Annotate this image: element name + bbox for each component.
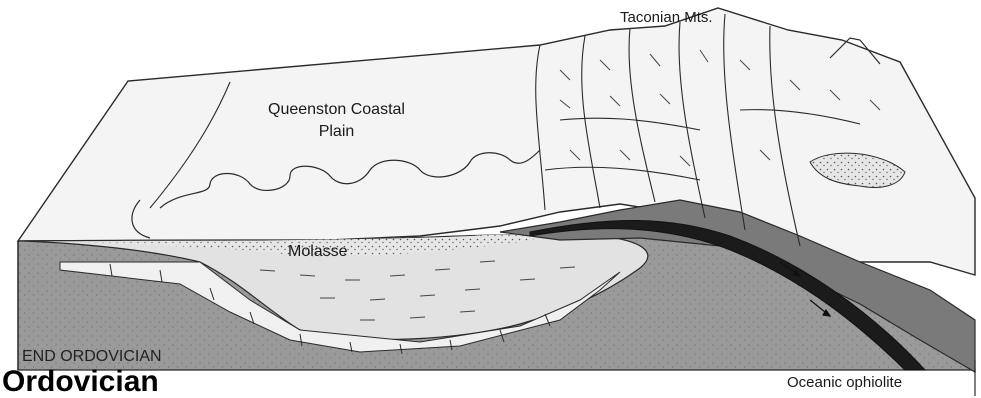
caption-title: Ordovician [2, 365, 159, 398]
coastal-plain-label-line1: Queenston Coastal [268, 99, 405, 121]
molasse-label: Molasse [288, 243, 348, 261]
period-label: END ORDOVICIAN [22, 348, 162, 366]
coastal-plain-label: Queenston Coastal Plain [268, 99, 405, 143]
coastal-plain-label-line2: Plain [268, 121, 405, 143]
ophiolite-label: Oceanic ophiolite [787, 375, 902, 392]
mountains-label: Taconian Mts. [620, 10, 713, 27]
